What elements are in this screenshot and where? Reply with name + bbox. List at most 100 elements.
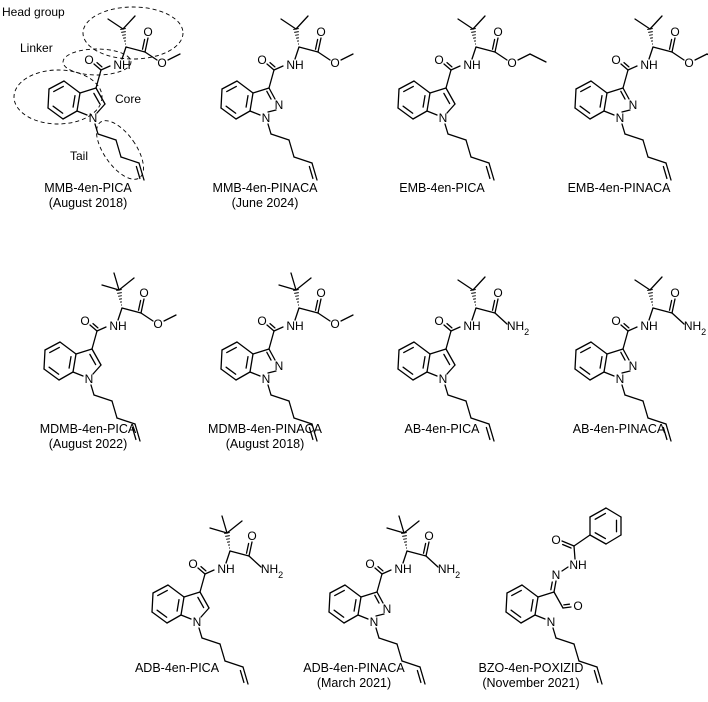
ester-carbonyl-o-atom: O xyxy=(316,25,325,39)
ethyl-bond xyxy=(529,53,547,63)
bond xyxy=(280,18,297,30)
bond xyxy=(634,18,651,30)
tail-bond xyxy=(621,123,626,135)
stereo-hash-bond xyxy=(225,535,230,537)
aromatic-bond xyxy=(510,609,522,618)
bond xyxy=(573,545,576,560)
bond xyxy=(397,88,400,109)
double-bond xyxy=(662,426,668,441)
aromatic-bond xyxy=(579,366,591,375)
bond xyxy=(140,312,154,322)
ester-o-atom: O xyxy=(157,56,166,70)
compound-date-label: (March 2021) xyxy=(317,676,391,690)
ester-o-atom: O xyxy=(507,56,516,70)
indazole-n2-atom: N xyxy=(629,98,638,112)
ester-o-atom: O xyxy=(330,56,339,70)
indole-n1-atom: N xyxy=(89,111,98,125)
bond xyxy=(295,277,312,291)
bond xyxy=(317,51,331,61)
bond xyxy=(603,353,608,373)
double-bond xyxy=(563,603,571,606)
tail-bond xyxy=(293,156,313,164)
bond xyxy=(603,371,615,377)
bond xyxy=(621,109,631,113)
tail-bond xyxy=(90,384,95,396)
bond xyxy=(152,584,169,594)
double-bond xyxy=(419,666,426,685)
aromatic-bond xyxy=(176,598,180,612)
aromatic-bond xyxy=(93,92,101,105)
terminal-amide-nh2-atom: NH2 xyxy=(684,319,706,337)
tail-bond xyxy=(198,627,203,639)
amide-o-atom: O xyxy=(80,314,89,328)
bond xyxy=(450,326,461,332)
double-bond xyxy=(311,162,318,181)
tail-bond xyxy=(219,643,226,662)
bond xyxy=(220,368,237,381)
tail-bond xyxy=(642,400,649,419)
amide-nh-atom: NH xyxy=(286,319,303,333)
bond xyxy=(236,341,254,355)
bond xyxy=(249,92,254,112)
bond xyxy=(59,341,77,355)
bond xyxy=(652,307,673,314)
bond xyxy=(589,110,605,120)
bond xyxy=(605,507,622,518)
bond xyxy=(248,555,262,568)
aromatic-bond xyxy=(403,85,414,93)
aromatic-bond xyxy=(511,589,522,597)
bond xyxy=(252,87,270,94)
bond xyxy=(574,349,577,370)
tail-bond xyxy=(573,643,580,662)
double-bond xyxy=(239,669,245,684)
bond xyxy=(397,107,414,120)
double-bond xyxy=(562,606,572,609)
tail-bond xyxy=(288,400,295,419)
bond xyxy=(221,515,228,534)
bond xyxy=(295,15,309,30)
double-bond xyxy=(266,63,275,71)
bond xyxy=(225,550,231,564)
head-group-label: Head group xyxy=(2,5,65,19)
bond xyxy=(329,584,346,594)
bond xyxy=(113,272,120,291)
amide-o-atom: O xyxy=(611,314,620,328)
bond xyxy=(63,80,81,94)
bond xyxy=(589,507,607,518)
bond xyxy=(121,307,142,314)
compound-date-label: (August 2018) xyxy=(49,196,128,210)
bond xyxy=(606,87,624,94)
bond xyxy=(606,348,624,355)
bond xyxy=(180,596,185,616)
double-bond xyxy=(131,426,137,441)
double-bond xyxy=(317,298,322,314)
bond xyxy=(62,110,78,120)
aromatic-bond xyxy=(226,85,237,93)
double-bond xyxy=(377,565,384,572)
double-bond xyxy=(593,669,599,684)
bond xyxy=(199,573,206,593)
ester-carbonyl-o-atom: O xyxy=(316,286,325,300)
bond xyxy=(634,279,651,291)
amide-nh-atom: NH xyxy=(640,58,657,72)
bond xyxy=(397,368,414,381)
double-bond xyxy=(141,38,146,50)
tail-label: Tail xyxy=(70,149,88,163)
methyl-bond xyxy=(163,314,177,322)
bond xyxy=(107,18,124,30)
ester-carbonyl-o-atom: O xyxy=(143,25,152,39)
methyl-bond xyxy=(517,53,531,61)
aromatic-bond xyxy=(443,92,451,105)
bond xyxy=(671,312,685,325)
stereo-hash-bond xyxy=(649,295,653,297)
bond xyxy=(328,592,331,613)
compound-name-label: MMB-4en-PINACA xyxy=(213,181,319,195)
bond xyxy=(648,46,654,60)
double-bond xyxy=(620,90,626,100)
compound-name-label: MMB-4en-PICA xyxy=(44,181,132,195)
bond xyxy=(209,527,228,534)
amide-nh-atom: NH xyxy=(113,58,130,72)
